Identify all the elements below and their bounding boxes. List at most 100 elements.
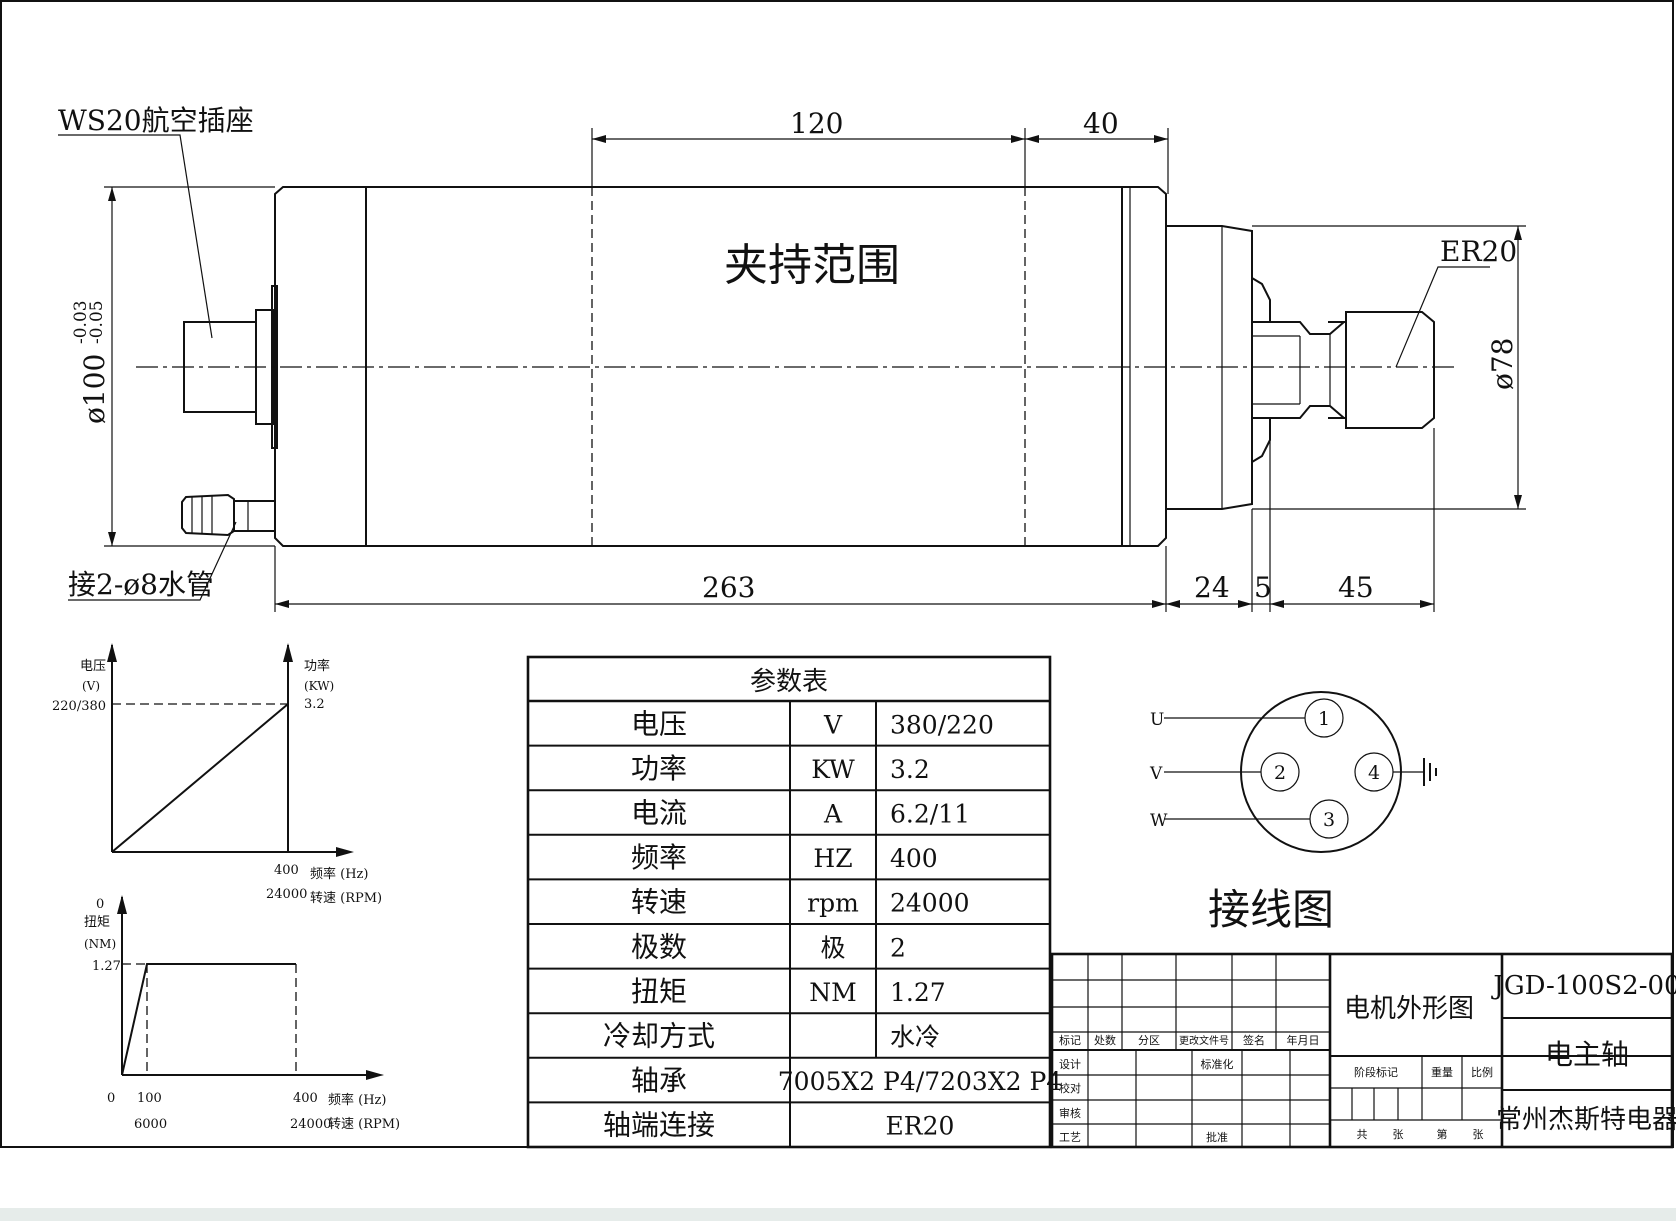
torque-y-value: 1.27 (92, 959, 121, 974)
torque-y-label-1: 扭矩 (84, 915, 110, 930)
scale: 比例 (1471, 1065, 1493, 1079)
param-value: 24000 (890, 889, 970, 918)
connector-label: WS20航空插座 (58, 104, 254, 137)
power-y2-value: 3.2 (304, 697, 325, 712)
sheets-label-2: 张 (1473, 1128, 1484, 1141)
bottom-scroll-band (0, 1208, 1676, 1221)
torque-x-24000: 24000 (290, 1117, 331, 1132)
dim-40: 40 (1083, 107, 1119, 140)
pin-2: 2 (1274, 762, 1286, 784)
torque-x-label-1: 频率 (Hz) (328, 1092, 386, 1108)
dia-body-label: ø100 (78, 354, 111, 424)
power-x-label-1: 频率 (Hz) (310, 866, 368, 882)
hdr-sign: 签名 (1243, 1033, 1265, 1047)
dim-120: 120 (790, 107, 843, 140)
param-row: 功率 KW 3.2 (528, 744, 1050, 791)
hdr-date: 年月日 (1287, 1033, 1320, 1047)
param-row: 频率 HZ 400 (528, 833, 1050, 880)
param-value: 400 (890, 844, 938, 873)
torque-x-100: 100 (137, 1091, 162, 1106)
hdr-mark: 标记 (1059, 1033, 1081, 1047)
param-value: ER20 (886, 1112, 955, 1141)
param-unit: A (823, 800, 843, 829)
param-value: 6.2/11 (890, 800, 970, 829)
dim-263: 263 (702, 571, 755, 604)
water-pipe-label: 接2-ø8水管 (68, 568, 214, 601)
dim-45: 45 (1338, 571, 1374, 604)
drawing-number: JGD-100S2-00 (1490, 971, 1676, 1001)
dia-nose-label: ø78 (1486, 338, 1519, 391)
power-y2-label-2: (KW) (304, 679, 334, 693)
total-label: 共 (1357, 1128, 1368, 1141)
drawing-name: 电机外形图 (1344, 994, 1474, 1024)
torque-x-zero: 0 (107, 1091, 115, 1106)
row-check: 校对 (1059, 1081, 1081, 1095)
power-y-value: 220/380 (52, 699, 106, 714)
param-table-title: 参数表 (750, 667, 828, 697)
torque-x-label-2: 转速 (RPM) (328, 1117, 400, 1132)
row-process: 工艺 (1059, 1131, 1081, 1144)
param-name: 转速 (631, 886, 687, 919)
param-unit: rpm (807, 889, 859, 918)
param-row: 电流 A 6.2/11 (528, 789, 1050, 835)
param-row: 转速 rpm 24000 (528, 878, 1050, 924)
wiring-v: V (1149, 764, 1163, 784)
param-name: 功率 (631, 752, 687, 785)
param-unit: V (823, 710, 843, 739)
company-name: 常州杰斯特电器 (1496, 1105, 1676, 1135)
tol-upper: -0.03 (71, 300, 91, 344)
power-graph (107, 643, 354, 857)
param-name: 频率 (631, 841, 687, 874)
param-value: 2 (890, 933, 906, 962)
param-unit: NM (809, 978, 856, 1007)
param-unit: 极 (820, 933, 845, 962)
page-label: 第 (1437, 1127, 1448, 1141)
row-review: 审核 (1059, 1106, 1081, 1120)
wiring-title: 接线图 (1208, 885, 1334, 934)
param-value: 380/220 (890, 710, 994, 739)
param-value: 3.2 (890, 755, 930, 784)
dim-5: 5 (1254, 571, 1272, 604)
torque-y-label-2: (NM) (84, 937, 116, 951)
hdr-zone: 分区 (1138, 1034, 1160, 1047)
param-row: 冷却方式水冷 (528, 1012, 1050, 1058)
power-x-value-1: 400 (274, 863, 299, 878)
wiring-u: U (1150, 710, 1164, 730)
wiring-w: W (1150, 811, 1168, 831)
param-name: 电压 (631, 707, 687, 740)
power-y-label-1: 电压 (80, 659, 106, 674)
torque-y-zero: 0 (96, 897, 104, 912)
dimension-lines (104, 128, 1526, 612)
spindle-outline (136, 186, 1458, 547)
power-x-label-2: 转速 (RPM) (310, 891, 382, 906)
param-value: 7005X2 P4/7203X2 P4 (778, 1067, 1062, 1096)
collet-label: ER20 (1440, 235, 1517, 268)
param-unit: HZ (813, 844, 852, 873)
row-design: 设计 (1059, 1058, 1081, 1071)
param-name: 冷却方式 (603, 1020, 715, 1053)
power-y2-label-1: 功率 (304, 658, 330, 674)
param-value: 1.27 (890, 978, 946, 1007)
param-name: 扭矩 (631, 975, 687, 1008)
sheets-label-1: 张 (1393, 1128, 1404, 1141)
dim-24: 24 (1194, 571, 1230, 604)
title-block (1050, 952, 1674, 1149)
param-row: 轴端连接 ER20 (528, 1101, 1050, 1147)
param-unit: KW (811, 755, 855, 784)
clamp-range-label: 夹持范围 (724, 240, 900, 291)
param-row: 电压 V 380/220 (631, 701, 994, 746)
pin-4: 4 (1368, 762, 1380, 784)
param-name: 电流 (631, 797, 687, 830)
weight: 重量 (1431, 1065, 1453, 1079)
hdr-docno: 更改文件号 (1179, 1034, 1229, 1047)
param-name: 轴端连接 (603, 1109, 715, 1142)
param-row: 扭矩 NM 1.27 (528, 967, 1050, 1014)
tol-lower: -0.05 (87, 300, 107, 344)
power-x-value-2: 24000 (266, 887, 307, 902)
approve: 批准 (1206, 1130, 1228, 1144)
power-y-label-2: (V) (82, 679, 100, 693)
torque-graph (117, 895, 384, 1080)
hdr-count: 处数 (1094, 1034, 1116, 1047)
